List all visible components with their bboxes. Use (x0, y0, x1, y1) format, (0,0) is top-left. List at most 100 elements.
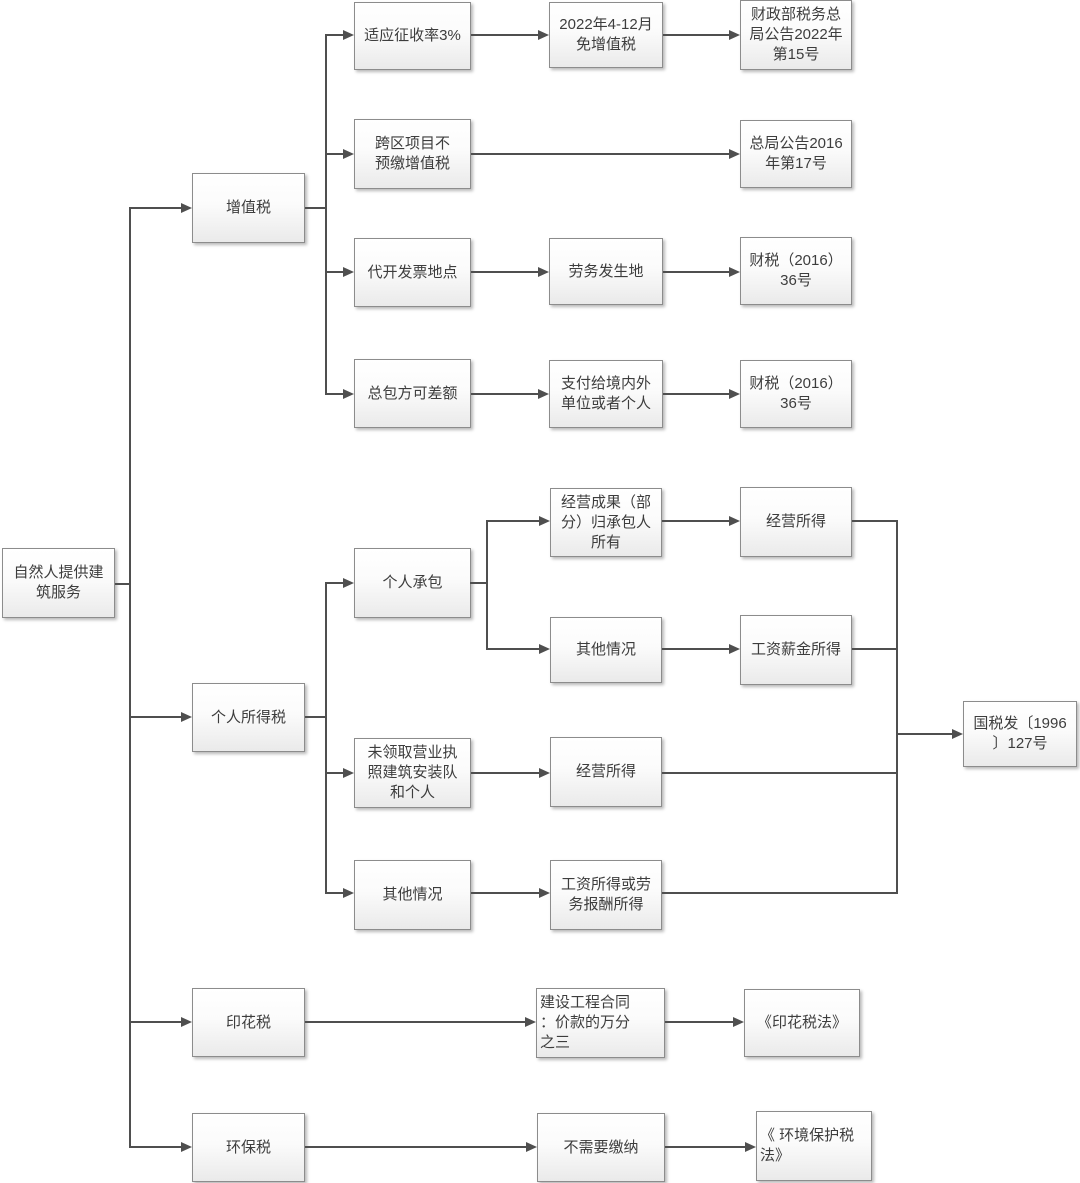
arrowhead (539, 644, 550, 654)
node-vat-invoice-doc: 财税（2016） 36号 (740, 237, 852, 305)
arrowhead (526, 1142, 537, 1152)
node-vat-diff-pay: 支付给境内外 单位或者个人 (549, 360, 663, 428)
arrowhead (729, 389, 740, 399)
node-vat-diff: 总包方可差额 (354, 359, 471, 428)
node-vat-diff-doc: 财税（2016） 36号 (740, 360, 852, 428)
connector-to-env (130, 1146, 182, 1148)
arrowhead (343, 578, 354, 588)
connector-trunk-main (129, 207, 131, 1148)
connector-invoice-place (471, 271, 538, 273)
connector-place-doc (663, 271, 729, 273)
connector-to-stamp (130, 1021, 182, 1023)
arrowhead (539, 888, 550, 898)
connector-to-pit-other2 (325, 892, 344, 894)
node-vat-rate: 适应征收率3% (354, 2, 471, 70)
connector-nolicense-income (471, 772, 539, 774)
arrowhead (181, 1142, 192, 1152)
node-pit-result: 经营成果（部 分）归承包人 所有 (550, 488, 662, 557)
connector-vatrate-exempt (471, 34, 538, 36)
connector-bracket-contract (486, 520, 488, 650)
node-stamp-tax: 印花税 (192, 988, 305, 1057)
node-env-tax: 环保税 (192, 1113, 305, 1182)
arrowhead (539, 516, 550, 526)
connector-collector (896, 520, 898, 893)
arrowhead (343, 149, 354, 159)
arrowhead (181, 712, 192, 722)
node-pit: 个人所得税 (192, 683, 305, 752)
connector-to-pit-result (486, 520, 539, 522)
connector-root-out (115, 583, 130, 585)
connector-to-vat-rate (325, 34, 344, 36)
node-pit-result-income: 经营所得 (740, 487, 852, 557)
arrowhead (181, 203, 192, 213)
node-stamp-doc: 《印花税法》 (744, 989, 860, 1057)
node-root: 自然人提供建 筑服务 (2, 548, 115, 618)
arrowhead (729, 267, 740, 277)
connector-other1-wage (662, 648, 729, 650)
node-stamp-rate: 建设工程合同 ：价款的万分 之三 (536, 988, 665, 1058)
connector-to-pit-other1 (486, 648, 539, 650)
arrowhead (729, 516, 740, 526)
node-vat: 增值税 (192, 173, 305, 243)
node-pit-nolicense: 未领取营业执 照建筑安装队 和个人 (354, 738, 471, 808)
connector-to-pit (130, 716, 182, 718)
node-env-doc: 《 环境保护税 法》 (756, 1111, 872, 1181)
connector-trunk-pit (325, 582, 327, 894)
arrowhead (729, 30, 740, 40)
arrowhead (343, 267, 354, 277)
connector-to-vat-diff (325, 393, 344, 395)
node-vat-invoice-place: 劳务发生地 (549, 238, 663, 305)
connector-to-vat-invoice (325, 271, 344, 273)
arrowhead (733, 1017, 744, 1027)
connector-pit-out (305, 716, 327, 718)
connector-collect-4 (662, 892, 898, 894)
arrowhead (538, 30, 549, 40)
arrowhead (525, 1017, 536, 1027)
arrowhead (343, 888, 354, 898)
connector-diff-pay (471, 393, 538, 395)
connector-to-pit-nolicense (325, 772, 344, 774)
node-env-no: 不需要缴纳 (537, 1113, 665, 1182)
arrowhead (729, 644, 740, 654)
connector-crossregion-doc (471, 153, 729, 155)
node-pit-contract: 个人承包 (354, 548, 471, 618)
node-vat-crossregion-doc: 总局公告2016 年第17号 (740, 120, 852, 188)
node-pit-doc: 国税发〔1996 〕127号 (963, 701, 1077, 767)
connector-stamp-rate (305, 1021, 525, 1023)
arrowhead (729, 149, 740, 159)
node-vat-exempt-doc: 财政部税务总 局公告2022年 第15号 (740, 0, 852, 70)
connector-other2-income (471, 892, 539, 894)
arrowhead (343, 389, 354, 399)
connector-exempt-doc (663, 34, 729, 36)
node-vat-exempt: 2022年4-12月 免增值税 (549, 2, 663, 68)
connector-to-pit-doc (896, 733, 952, 735)
arrowhead (952, 729, 963, 739)
connector-result-income (662, 520, 729, 522)
connector-collect-1 (852, 520, 898, 522)
node-pit-wage-income: 工资薪金所得 (740, 615, 852, 685)
arrowhead (181, 1017, 192, 1027)
connector-stamp-doc (665, 1021, 733, 1023)
node-pit-nolicense-income: 经营所得 (550, 737, 662, 807)
arrowhead (538, 389, 549, 399)
connector-contract-out (470, 582, 488, 584)
connector-to-pit-contract (325, 582, 344, 584)
node-vat-crossregion: 跨区项目不 预缴增值税 (354, 119, 471, 189)
connector-pay-doc (663, 393, 729, 395)
node-pit-other2-income: 工资所得或劳 务报酬所得 (550, 860, 662, 930)
node-pit-other2: 其他情况 (354, 860, 471, 930)
arrowhead (343, 30, 354, 40)
arrowhead (745, 1142, 756, 1152)
connector-vat-out (305, 207, 327, 209)
arrowhead (538, 267, 549, 277)
connector-collect-2 (852, 648, 898, 650)
connector-trunk-vat (325, 34, 327, 395)
connector-env-no (305, 1146, 526, 1148)
arrowhead (343, 768, 354, 778)
connector-collect-3 (662, 772, 898, 774)
connector-env-doc (665, 1146, 745, 1148)
node-vat-invoice: 代开发票地点 (354, 238, 471, 307)
connector-to-vat-crossregion (325, 153, 344, 155)
arrowhead (539, 768, 550, 778)
